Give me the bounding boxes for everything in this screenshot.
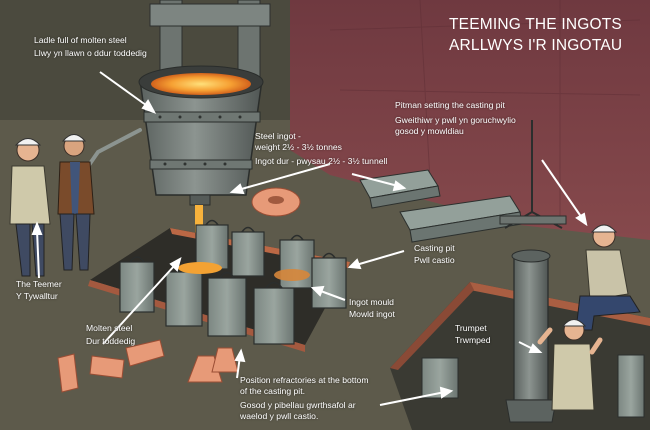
title-welsh: ARLLWYS I'R INGOTAU: [449, 37, 623, 54]
label-steel-ingot-en-b: weight 2½ - 3½ tonnes: [255, 142, 342, 152]
label-molten-steel-cy: Dur toddedig: [86, 336, 136, 346]
wall-seams: [329, 0, 641, 225]
label-molten-steel-en: Molten steel: [86, 323, 133, 333]
label-casting-pit-en: Casting pit: [414, 243, 455, 253]
refractory-pieces: [57, 339, 239, 393]
teemer-figure-icon: [9, 134, 95, 277]
leader-arrows: [31, 71, 588, 406]
crane-hook-icon: [149, 0, 271, 79]
label-refractories-en-a: Position refractories at the bottom: [240, 375, 369, 385]
ingot-mould-icon: [119, 224, 347, 345]
label-ingot-mould-en: Ingot mould: [349, 297, 394, 307]
label-ladle-cy: Llwy yn llawn o ddur toddedig: [34, 48, 147, 58]
worker-figure-icon: [537, 319, 603, 411]
label-refractories-cy-a: Gosod y pibellau gwrthsafol ar: [240, 400, 356, 410]
refractory-icon: [251, 187, 301, 217]
label-steel-ingot-en-a: Steel ingot -: [255, 131, 301, 141]
label-ingot-mould-cy: Mowld ingot: [349, 309, 395, 319]
label-refractories-en-b: of the casting pit.: [240, 386, 305, 396]
label-pitman-cy-a: Gweithiwr y pwll yn goruchwylio: [395, 115, 516, 125]
ladle-icon: [78, 65, 264, 206]
label-pitman-cy-b: gosod y mowldiau: [395, 126, 464, 136]
title-english: TEEMING THE INGOTS: [449, 16, 622, 33]
label-pitman-en: Pitman setting the casting pit: [395, 100, 505, 110]
label-steel-ingot-cy: Ingot dur - pwysau 2½ - 3½ tunnell: [255, 156, 388, 166]
label-teemer-en: The Teemer: [16, 279, 62, 289]
label-ladle-en: Ladle full of molten steel: [34, 35, 127, 45]
label-trumpet-en: Trumpet: [455, 323, 487, 333]
label-casting-pit-cy: Pwll castio: [414, 255, 455, 265]
filled-mould-top: [178, 262, 222, 274]
trumpet-icon: [499, 120, 567, 423]
label-refractories-cy-b: waelod y pwll castio.: [240, 411, 319, 421]
label-trumpet-cy: Trwmped: [455, 335, 491, 345]
label-teemer-cy: Y Tywalltur: [16, 291, 58, 301]
